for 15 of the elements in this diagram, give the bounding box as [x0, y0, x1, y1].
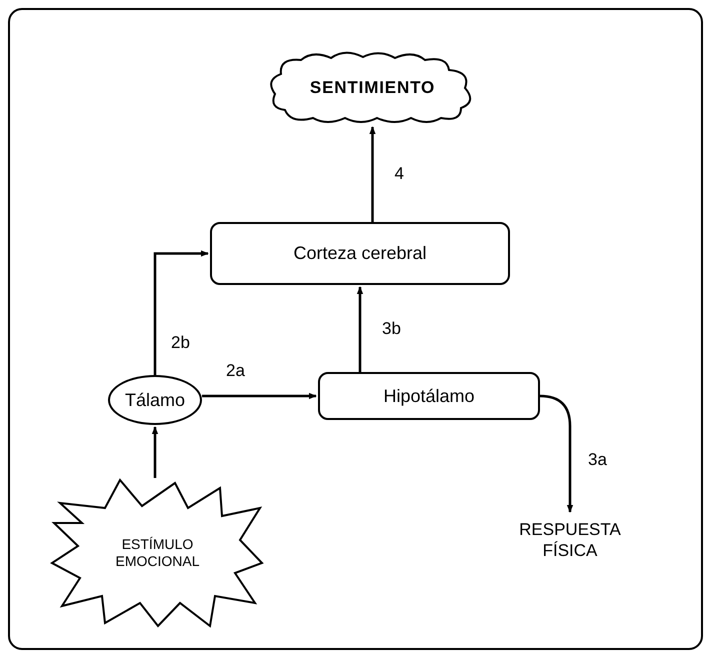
node-label: SENTIMIENTO [310, 76, 436, 99]
arrow [369, 126, 376, 222]
arrow [152, 426, 158, 478]
node-label: RESPUESTA FÍSICA [518, 518, 622, 562]
arrow [540, 394, 574, 513]
node-label: Hipotálamo [383, 384, 475, 408]
process-box [210, 222, 510, 285]
starburst-shape [50, 478, 265, 628]
arrow [356, 286, 364, 372]
arrow [202, 392, 317, 400]
process-box [318, 372, 540, 420]
arrow [154, 250, 209, 375]
node-label: Corteza cerebral [293, 242, 427, 265]
node-label: ESTÍMULO EMOCIONAL [114, 536, 200, 570]
node-label: Tálamo [124, 388, 186, 412]
